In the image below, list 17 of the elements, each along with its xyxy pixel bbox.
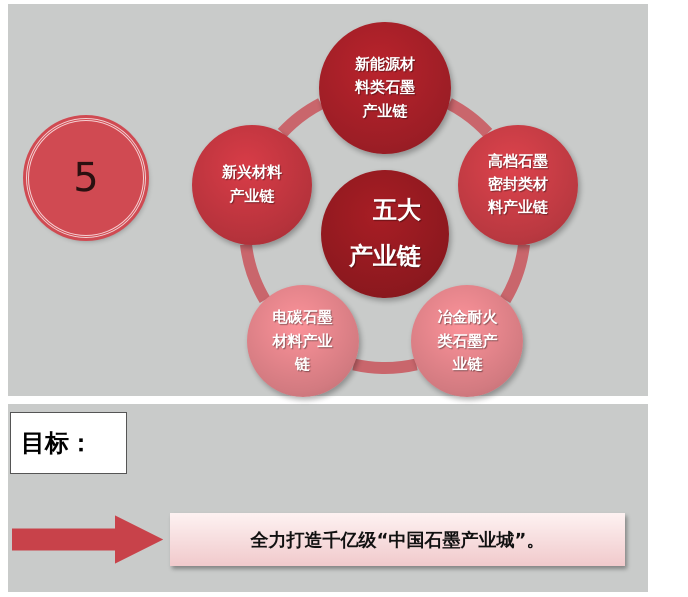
category-label: 新能源材料类石墨产业链 <box>354 54 416 122</box>
goal-banner <box>170 513 625 566</box>
heading-text: 目标： <box>21 428 93 459</box>
category-label: 电碳石墨材料产业链 <box>272 307 334 375</box>
goal-text: 全力打造千亿级“中国石墨产业城”。 <box>250 528 544 552</box>
step-number: 5 <box>73 155 99 201</box>
heading-box <box>10 412 127 474</box>
ring-connector <box>500 243 530 303</box>
ring-connector <box>240 243 270 303</box>
arrow <box>12 515 164 564</box>
ring-connector <box>352 358 418 374</box>
category-label: 新兴材料产业链 <box>220 162 283 207</box>
ring-connector <box>446 98 492 138</box>
category-label: 冶金耐火类石墨产业链 <box>436 307 498 375</box>
ring-connector <box>278 98 324 138</box>
category-label: 高档石墨密封类材料产业链 <box>487 150 550 218</box>
category-label: 五大产业链 <box>348 195 422 272</box>
